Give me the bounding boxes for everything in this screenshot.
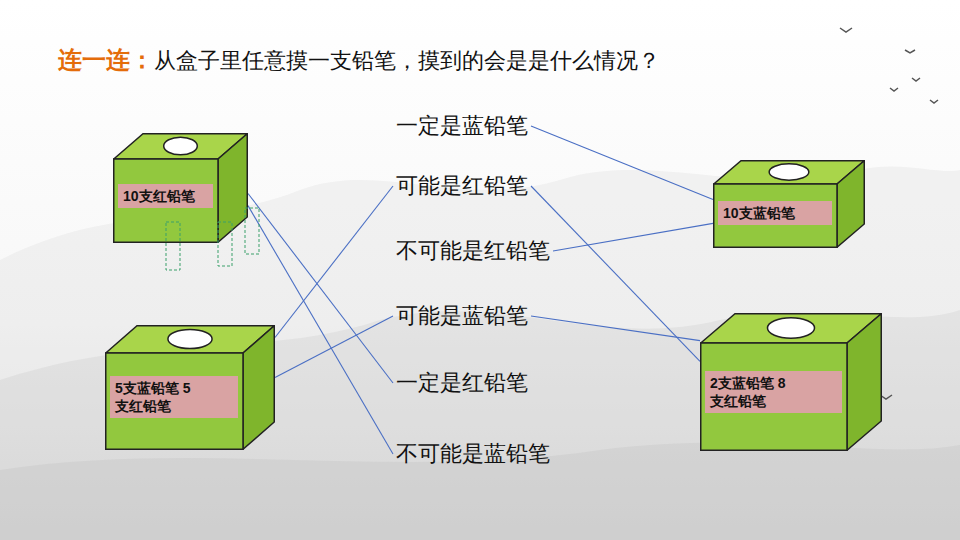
box-front [114,159,218,242]
match-line [531,126,713,200]
match-line [275,186,393,338]
box-hole [769,164,809,180]
box-content: 5支蓝铅笔 5支红铅笔 [115,379,193,415]
box-side [847,314,881,451]
box-label: 10支红铅笔 [118,184,213,208]
box-content: 10支蓝铅笔 [723,204,801,222]
heading: 从盒子里任意摸一支铅笔，摸到的会是是什么情况？ [154,48,660,73]
box-front [701,343,847,450]
option-text: 可能是蓝铅笔 [396,301,528,331]
header: 连一连：从盒子里任意摸一支铅笔，摸到的会是是什么情况？ [58,44,660,76]
match-line [531,186,700,361]
box-hole [168,329,212,348]
heading-tag: 连一连： [58,46,154,73]
box-label: 5支蓝铅笔 5支红铅笔 [110,376,238,418]
option-text: 不可能是蓝铅笔 [396,439,550,469]
pencil-outline [218,222,232,266]
box-hole [767,318,814,338]
pencil-box: 10支蓝铅笔 [713,160,865,248]
answer-option: 可能是红铅笔 [393,170,531,202]
pencil-outline [166,222,180,270]
pencil-box: 10支红铅笔 [113,133,248,243]
box-side [243,326,274,450]
box-label: 2支蓝铅笔 8支红铅笔 [705,371,842,413]
pencil-outline [245,208,259,254]
box-side [837,161,864,248]
match-line [531,316,700,341]
answer-option: 不可能是红铅笔 [393,235,553,267]
option-text: 不可能是红铅笔 [396,236,550,266]
answer-option: 一定是红铅笔 [393,367,531,399]
box-side [218,134,247,243]
box-content: 10支红铅笔 [123,187,201,205]
box-front [106,353,243,449]
box-content: 2支蓝铅笔 8支红铅笔 [710,374,788,410]
box-hole [164,137,198,155]
match-line [553,223,713,251]
pencil-box: 2支蓝铅笔 8支红铅笔 [700,313,882,451]
answer-option: 不可能是蓝铅笔 [393,438,553,470]
option-text: 一定是蓝铅笔 [396,111,528,141]
box-label: 10支蓝铅笔 [718,201,832,225]
option-text: 可能是红铅笔 [396,171,528,201]
answer-option: 一定是蓝铅笔 [393,110,531,142]
mountain [0,310,960,540]
box-front [714,184,837,247]
answer-option: 可能是蓝铅笔 [393,300,531,332]
option-text: 一定是红铅笔 [396,368,528,398]
pencil-box: 5支蓝铅笔 5支红铅笔 [105,325,275,450]
match-line [275,316,393,378]
